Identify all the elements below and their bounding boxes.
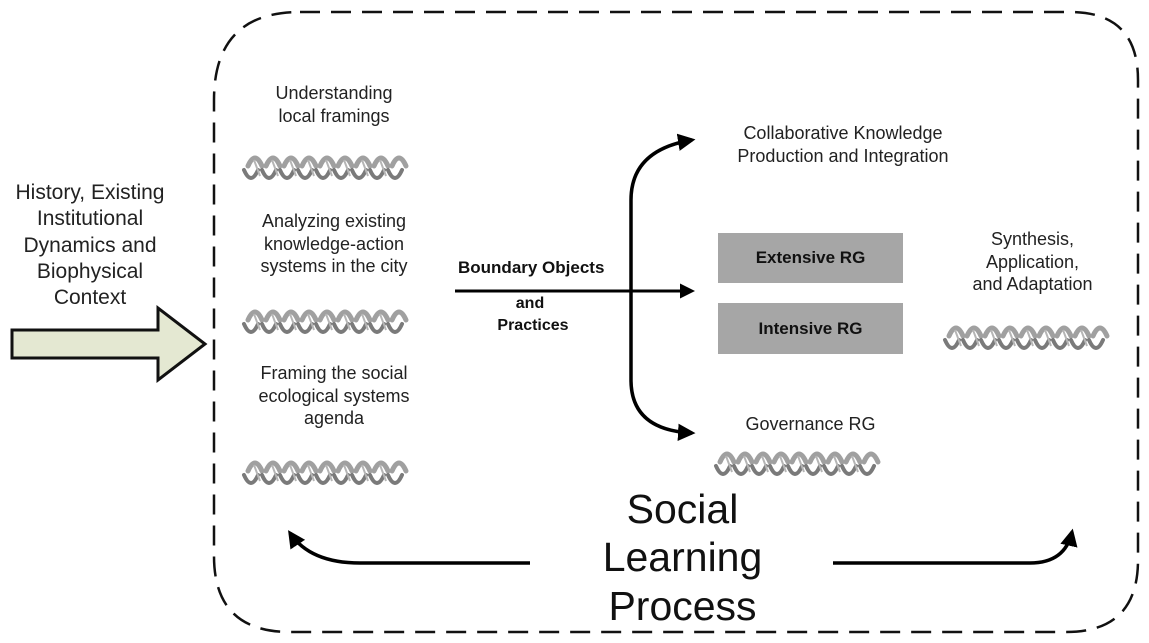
context-line-5: Context [53,286,127,309]
governance-label: Governance RG [745,414,876,434]
framing-label: Framing the social ecological systems ag… [234,362,434,430]
synthesis-line-1: Synthesis, [990,229,1075,249]
boundary-practices-label: Practices [497,317,569,334]
analyzing-line-3: systems in the city [260,256,408,276]
context-line-3: Dynamics and [23,233,157,257]
understanding-line-2: local framings [278,105,390,126]
helix-icon-understanding [244,158,406,178]
social-learning-arrow-right [833,528,1078,565]
collaborative-line-1: Collaborative Knowledge [743,123,943,143]
helix-icon-governance [716,454,878,474]
helix-icon-synthesis [945,328,1107,348]
social-learning-label: Social Learning Process [560,485,805,630]
boundary-objects-label: Boundary Objects [458,258,605,277]
intensive-rg-box: Intensive RG [718,303,903,354]
synthesis-line-2: Application, [985,251,1080,272]
social-learning-line-3: Process [608,582,757,629]
framing-line-1: Framing the social [260,363,408,383]
context-input-arrow [10,304,208,384]
framing-line-3: agenda [303,408,365,428]
context-line-2: Institutional [36,207,144,231]
analyzing-line-1: Analyzing existing [261,211,407,231]
framing-line-2: ecological systems [258,385,410,406]
collaborative-label: Collaborative Knowledge Production and I… [698,122,988,167]
context-label: History, Existing Institutional Dynamics… [6,180,174,311]
synthesis-line-3: and Adaptation [972,274,1093,294]
helix-icon-framing [244,463,406,483]
boundary-dashed-frame [212,10,1140,634]
social-learning-arrow-left [288,530,530,565]
analyzing-label: Analyzing existing knowledge-action syst… [234,210,434,278]
understanding-line-1: Understanding [275,83,393,103]
extensive-rg-box: Extensive RG [718,233,903,283]
boundary-and-label: and [515,295,545,312]
social-learning-line-1: Social [626,486,739,532]
bracket-arrow-up [629,133,696,291]
collaborative-line-2: Production and Integration [737,145,949,166]
synthesis-label: Synthesis, Application, and Adaptation [945,228,1120,296]
social-learning-line-2: Learning [602,534,763,581]
context-line-1: History, Existing [15,181,165,204]
analyzing-line-2: knowledge-action [263,233,405,254]
context-line-4: Biophysical [36,259,144,283]
helix-icon-analyzing [244,312,406,332]
understanding-label: Understanding local framings [234,82,434,127]
bracket-arrow-down [629,291,696,442]
